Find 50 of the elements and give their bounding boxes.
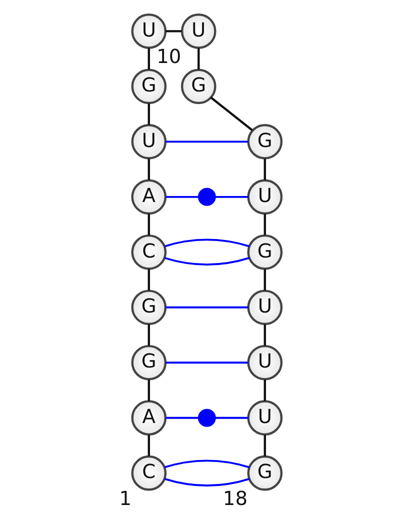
connector [166,140,248,143]
connector [210,96,253,132]
node-circle: G [247,124,283,160]
node-circle: G [180,68,216,104]
connector [166,196,199,198]
connector [148,324,150,346]
node-circle: G [131,290,167,326]
node-circle: G [131,344,167,380]
connector [148,48,150,70]
node-circle: C [131,455,167,491]
node-circle: A [131,400,167,436]
connector [216,196,248,198]
connector [148,103,150,125]
node-circle: U [247,344,283,380]
connector [164,238,250,248]
connector [164,257,250,266]
connector [148,158,150,180]
node-circle: G [247,455,283,491]
connector [216,416,248,419]
node-circle: A [131,179,167,215]
connector [198,48,200,70]
node-circle: U [247,290,283,326]
node-circle: C [131,234,167,270]
node-circle: U [247,179,283,215]
connector [264,380,266,401]
connector [264,434,266,456]
node-dot [198,188,216,206]
node-label: 18 [222,487,248,510]
connector [166,30,182,32]
node-circle: U [180,14,216,49]
node-label: 1 [119,487,132,510]
connector [148,434,150,456]
connector [164,478,250,486]
node-circle: U [131,14,167,49]
node-circle: G [247,234,283,270]
node-circle: U [247,400,283,436]
connector [264,158,266,180]
node-circle: U [131,124,167,160]
connector [166,416,199,419]
connector [148,214,150,236]
connector [166,362,248,364]
connector [264,214,266,236]
connector [148,380,150,401]
node-circle: G [131,68,167,104]
connector [166,306,248,308]
connector [264,269,266,291]
connector [164,460,250,468]
node-dot [198,408,216,427]
connector [264,324,266,346]
connector [148,269,150,291]
